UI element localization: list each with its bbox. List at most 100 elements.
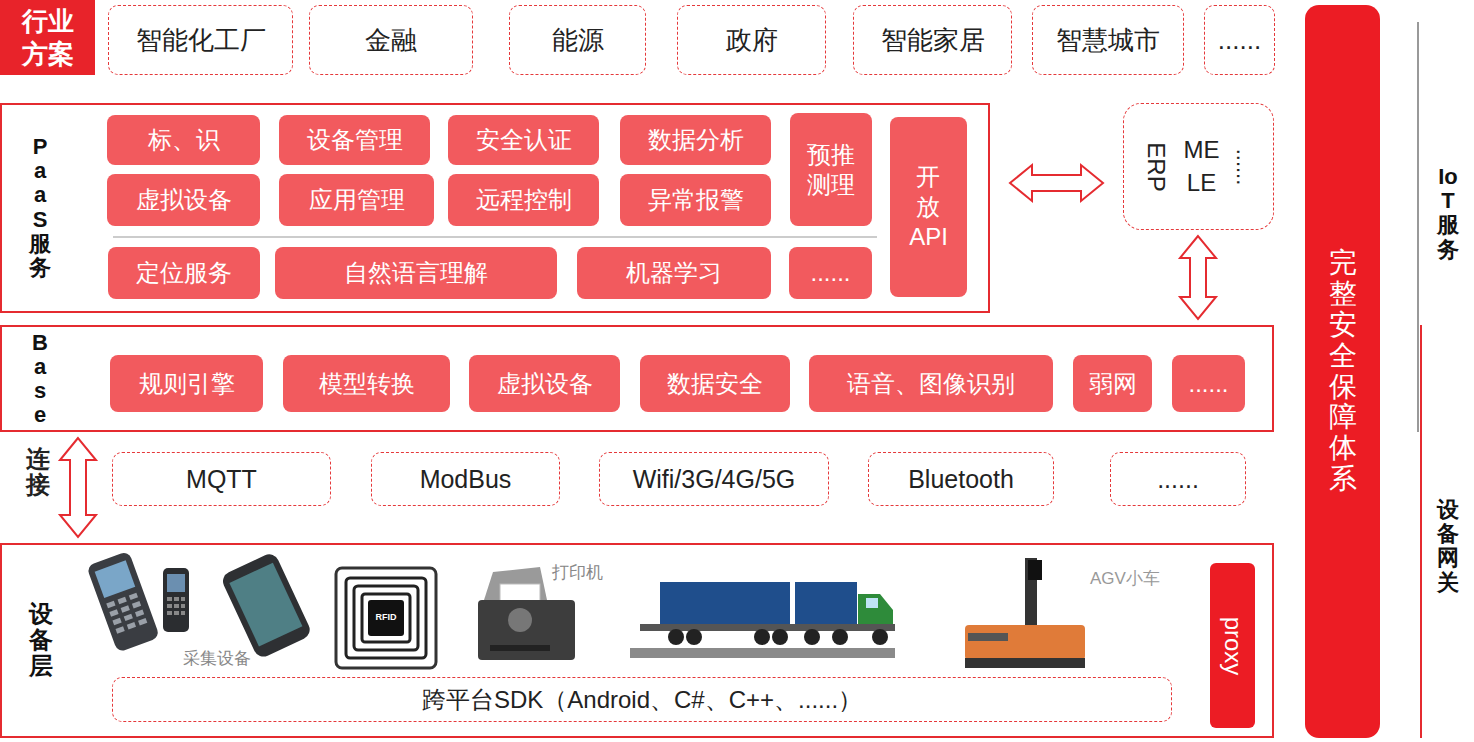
dashed-box: 金融 — [309, 5, 473, 75]
node-text: 数据安全 — [667, 368, 763, 400]
service-box: 模型转换 — [283, 355, 450, 412]
dashed-box: 能源 — [509, 5, 646, 75]
service-box: 虚拟设备 — [107, 174, 260, 226]
node-text: Base — [29, 330, 51, 427]
dashed-box: Bluetooth — [868, 452, 1054, 506]
service-box: 机器学习 — [577, 247, 771, 299]
dashed-box: Wifi/3G/4G/5G — [599, 452, 829, 506]
node-text: ...... — [810, 259, 850, 287]
proxy-box: proxy — [1210, 563, 1255, 728]
node-text: 弱网 — [1089, 368, 1137, 400]
agv-icon — [965, 558, 1085, 668]
truck-icon — [630, 582, 895, 658]
node-text: 远程控制 — [476, 184, 572, 216]
service-box: ...... — [789, 247, 872, 299]
node-text: 异常报警 — [648, 184, 744, 216]
dashed-box: 智能化工厂 — [108, 5, 293, 75]
node-text: Wifi/3G/4G/5G — [633, 465, 796, 494]
text-label: RFID — [368, 612, 404, 622]
node-text: 政府 — [726, 23, 778, 58]
dashed-box: 跨平台SDK（Android、C#、C++、......） — [112, 677, 1172, 722]
node-text: 智能家居 — [881, 23, 985, 58]
node-text: ...... — [1218, 25, 1261, 56]
node-text: ME LE — [1182, 134, 1220, 199]
bracket-line — [1420, 325, 1422, 738]
node-text: ...... — [1231, 148, 1257, 185]
service-box: 异常报警 — [620, 174, 771, 226]
text-label: AGV小车 — [1090, 567, 1160, 590]
service-box: 规则引擎 — [110, 355, 263, 412]
dashed-box: MQTT — [112, 452, 331, 506]
double-arrow — [1010, 165, 1103, 201]
dashed-box: 政府 — [677, 5, 826, 75]
node-text: PaaS服务 — [29, 135, 51, 280]
rotated-holder: ERP — [1142, 137, 1170, 197]
double-arrow — [60, 438, 96, 537]
rotated-holder: proxy — [1218, 586, 1248, 706]
node-text: 设备管理 — [307, 124, 403, 156]
node-text: 机器学习 — [626, 257, 722, 289]
node-text: 语音、图像识别 — [847, 368, 1015, 400]
service-box: 虚拟设备 — [469, 355, 620, 412]
node-text: 开放API — [908, 162, 949, 252]
separator-line — [113, 236, 877, 238]
service-box: 自然语言理解 — [275, 247, 557, 299]
system-box: ERP ME LE...... — [1123, 103, 1274, 230]
node-text: ...... — [1157, 465, 1199, 494]
scanner-icon — [163, 568, 189, 632]
node-text: 标、识 — [148, 124, 220, 156]
service-box: 应用管理 — [279, 174, 434, 226]
layer-panel: Base 规则引擎 模型转换 虚拟设备 数据安全 语音、图像识别 弱网...... — [0, 325, 1274, 432]
node-text: proxy — [1219, 616, 1247, 675]
service-box: 开放API — [890, 117, 967, 297]
node-text: ...... — [1188, 370, 1228, 398]
node-text: ERP — [1142, 142, 1170, 191]
node-text: 跨平台SDK（Android、C#、C++、......） — [422, 684, 862, 716]
service-box: 数据分析 — [620, 115, 771, 165]
node-text: ModBus — [420, 465, 512, 494]
double-arrow — [1180, 236, 1216, 319]
tablet-icon — [220, 551, 313, 660]
node-text: 虚拟设备 — [497, 368, 593, 400]
text-label: 打印机 — [552, 561, 603, 584]
node-text: 行业方案 — [20, 5, 75, 70]
node-text: MQTT — [186, 465, 257, 494]
rotated-holder: ...... — [1233, 137, 1255, 197]
node-text: 虚拟设备 — [136, 184, 232, 216]
service-box: 安全认证 — [448, 115, 599, 165]
node-text: 能源 — [552, 23, 604, 58]
node-text: Bluetooth — [908, 465, 1014, 494]
service-box: 语音、图像识别 — [809, 355, 1053, 412]
node-text: 智慧城市 — [1056, 23, 1160, 58]
node-text: 预推测理 — [806, 140, 856, 200]
node-text: 定位服务 — [136, 257, 232, 289]
node-text: 自然语言理解 — [344, 257, 488, 289]
service-box: ...... — [1172, 355, 1245, 412]
dashed-box: 智能家居 — [853, 5, 1012, 75]
dashed-box: ModBus — [371, 452, 560, 506]
layer-panel: 设备层 proxy 跨平台SDK（Android、C#、C++、......） — [0, 543, 1274, 738]
rfid-tag — [336, 568, 436, 668]
bracket-line — [1417, 22, 1419, 432]
service-box: 定位服务 — [108, 247, 260, 299]
text-label: IoT服务 — [1437, 165, 1459, 262]
node-text: 规则引擎 — [139, 368, 235, 400]
header-box: 行业方案 — [0, 0, 95, 75]
service-box: 弱网 — [1073, 355, 1152, 412]
node-text: 应用管理 — [309, 184, 405, 216]
dashed-box: ...... — [1110, 452, 1246, 506]
text-label: 连接 — [26, 446, 50, 499]
service-box: 标、识 — [107, 115, 260, 165]
dashed-box: ...... — [1204, 5, 1275, 75]
node-text: 金融 — [365, 23, 417, 58]
service-box: 远程控制 — [448, 174, 599, 226]
node-text: 数据分析 — [648, 124, 744, 156]
service-box: 设备管理 — [279, 115, 430, 165]
text-label: 采集设备 — [183, 647, 251, 670]
text-label: 设备网关 — [1437, 498, 1459, 595]
node-text: 安全认证 — [476, 124, 572, 156]
security-bar: 完整安全保障体系 — [1305, 5, 1380, 738]
node-text: 完整安全保障体系 — [1329, 248, 1357, 494]
node-text: 设备层 — [29, 601, 53, 680]
scanner-icon — [86, 551, 160, 653]
